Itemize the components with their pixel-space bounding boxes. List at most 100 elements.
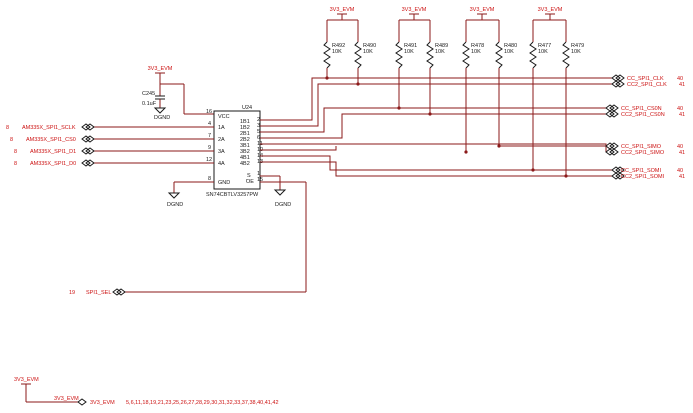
ic-pin-num-6: 6 bbox=[257, 135, 260, 141]
ic-pin-1b2: 1B2 bbox=[240, 125, 250, 131]
offpage-connector bbox=[609, 148, 619, 156]
offpage-connector bbox=[605, 104, 615, 112]
r1-ref: R492 bbox=[332, 43, 345, 49]
right-net-5-sheet: 40 bbox=[677, 144, 683, 150]
r2-ref: R490 bbox=[363, 43, 376, 49]
ic-pin-num-4: 4 bbox=[208, 121, 211, 127]
ic-pin-num-9: 9 bbox=[208, 145, 211, 151]
ic-pin-3b1: 3B1 bbox=[240, 143, 250, 149]
cap-ref: C245 bbox=[142, 91, 155, 97]
rail-label-2: 3V3_EVM bbox=[402, 7, 427, 13]
ic-pin-s: S bbox=[247, 173, 251, 179]
ic-pin-num-2: 2 bbox=[257, 117, 260, 123]
offpage-connector bbox=[615, 74, 625, 82]
ic-gnd-label: GND bbox=[218, 180, 230, 186]
r5-value: 10K bbox=[471, 49, 481, 55]
offpage-connector bbox=[611, 74, 621, 82]
right-net-2-name: CC2_SPI1_CLK bbox=[627, 82, 667, 88]
rail-label-1: 3V3_EVM bbox=[330, 7, 355, 13]
offpage-connector bbox=[81, 123, 91, 131]
r6-ref: R480 bbox=[504, 43, 517, 49]
right-output-wires bbox=[260, 77, 612, 177]
right-offpage-connectors: CC_SPI1_CLK 40 CC2_SPI1_CLK 41 CC_SPI1_C… bbox=[605, 74, 685, 180]
right-net-8-name: CC2_SPI1_SOMI bbox=[621, 174, 665, 180]
ic-pin-4b2: 4B2 bbox=[240, 161, 250, 167]
left-net-2-name: AM335X_SPI1_CS0 bbox=[26, 137, 76, 143]
offpage-connector bbox=[85, 135, 95, 143]
r8-value: 10K bbox=[571, 49, 581, 55]
rail-label-4: 3V3_EVM bbox=[538, 7, 563, 13]
r6-value: 10K bbox=[504, 49, 514, 55]
left-input-wires: DGND bbox=[93, 126, 214, 208]
r8-ref: R479 bbox=[571, 43, 584, 49]
ic-pin-num-1: 1 bbox=[257, 171, 260, 177]
right-net-1-name: CC_SPI1_CLK bbox=[627, 76, 664, 82]
r7-ref: R477 bbox=[538, 43, 551, 49]
bottom-offpage-label: 3V3_EVM bbox=[54, 396, 79, 402]
ic-pin-oe: OE bbox=[246, 179, 254, 185]
ic-pin-4a: 4A bbox=[218, 161, 225, 167]
ic-pin-1b1: 1B1 bbox=[240, 119, 250, 125]
bottom-rail-label: 3V3_EVM bbox=[14, 377, 39, 383]
right-net-7-sheet: 40 bbox=[677, 168, 683, 174]
ic-pin-4b1: 4B1 bbox=[240, 155, 250, 161]
junction-dot bbox=[464, 150, 468, 154]
r4-ref: R489 bbox=[435, 43, 448, 49]
offpage-connector bbox=[615, 80, 625, 88]
left-net-2-sheet: 8 bbox=[10, 137, 13, 143]
offpage-connector bbox=[116, 288, 126, 296]
r1-value: 10K bbox=[332, 49, 342, 55]
left-net-1-sheet: 8 bbox=[6, 125, 9, 131]
ic-pin-num-7: 7 bbox=[208, 133, 211, 139]
ic-pin-num-11: 11 bbox=[257, 141, 263, 147]
rail-label-3: 3V3_EVM bbox=[470, 7, 495, 13]
cap-value: 0.1uF bbox=[142, 101, 157, 107]
resistor-symbols bbox=[323, 20, 570, 176]
ic-pin-2a: 2A bbox=[218, 137, 225, 143]
select-net-sheet: 19 bbox=[69, 290, 75, 296]
offpage-connector bbox=[605, 148, 615, 156]
cap-rail-label: 3V3_EVM bbox=[148, 66, 173, 72]
left-net-4-sheet: 8 bbox=[14, 161, 17, 167]
offpage-connector bbox=[609, 104, 619, 112]
right-net-6-name: CC2_SPI1_SIMO bbox=[621, 150, 665, 156]
offpage-connector bbox=[81, 135, 91, 143]
right-net-7-name: CC_SPI1_SOMI bbox=[621, 168, 662, 174]
offpage-connector bbox=[81, 147, 91, 155]
select-net: DGND 19 SPI1_SEL bbox=[69, 175, 307, 296]
decoupling-capacitor: 3V3_EVM C245 0.1uF DGND bbox=[142, 66, 214, 121]
left-offpage-connectors: 8 AM335X_SPI1_SCLK 8 AM335X_SPI1_CS0 8 A… bbox=[6, 123, 95, 167]
ic-pin-num-8: 8 bbox=[208, 176, 211, 182]
bottom-power-port: 3V3_EVM 3V3_EVM 3V3_EVM 5,6,11,18,19,21,… bbox=[14, 377, 279, 406]
offpage-connector bbox=[605, 110, 615, 118]
ic-pin-num-12: 12 bbox=[206, 157, 212, 163]
oe-gnd-label: DGND bbox=[275, 202, 291, 208]
ic-pin-num-16: 16 bbox=[206, 109, 212, 115]
ic-pin-3b2: 3B2 bbox=[240, 149, 250, 155]
ic-vcc-label: VCC bbox=[218, 114, 230, 120]
right-net-8-sheet: 41 bbox=[679, 174, 685, 180]
offpage-connector bbox=[112, 288, 122, 296]
bottom-sheet-list: 5,6,11,18,19,21,23,25,26,27,28,29,30,31,… bbox=[126, 400, 279, 406]
offpage-connector bbox=[609, 142, 619, 150]
cap-gnd-label: DGND bbox=[154, 115, 170, 121]
left-net-3-name: AM335X_SPI1_D1 bbox=[30, 149, 76, 155]
right-net-1-sheet: 40 bbox=[677, 76, 683, 82]
offpage-connector bbox=[609, 110, 619, 118]
ic-pin-num-5: 5 bbox=[257, 129, 260, 135]
right-net-4-sheet: 41 bbox=[679, 112, 685, 118]
ic-pin-num-15: 15 bbox=[257, 177, 263, 183]
right-net-2-sheet: 41 bbox=[679, 82, 685, 88]
r7-value: 10K bbox=[538, 49, 548, 55]
select-net-name: SPI1_SEL bbox=[86, 290, 111, 296]
right-net-3-name: CC_SPI1_CS0N bbox=[621, 106, 662, 112]
offpage-connector bbox=[85, 147, 95, 155]
pullup-group: 3V3_EVM 3V3_EVM 3V3_EVM 3V3_EVM bbox=[323, 7, 584, 178]
ic-ref: U24 bbox=[242, 105, 252, 111]
r3-ref: R491 bbox=[404, 43, 417, 49]
ic-pin-2b1: 2B1 bbox=[240, 131, 250, 137]
right-net-4-name: CC2_SPI1_CS0N bbox=[621, 112, 665, 118]
r3-value: 10K bbox=[404, 49, 414, 55]
right-net-5-name: CC_SPI1_SIMO bbox=[621, 144, 662, 150]
